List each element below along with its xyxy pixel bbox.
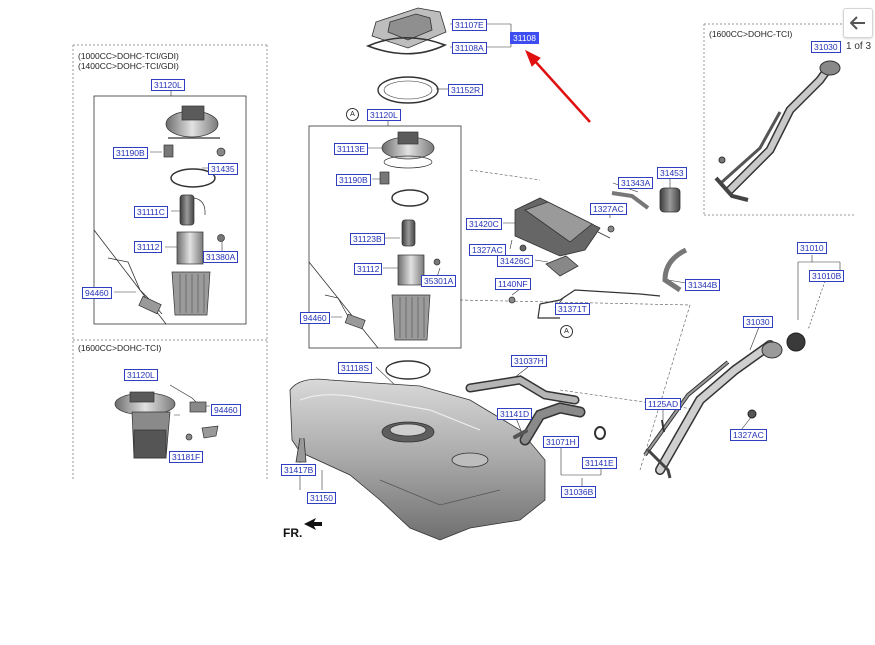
part-label-31181f[interactable]: 31181F (169, 451, 204, 463)
part-label-31417b[interactable]: 31417B (281, 464, 317, 476)
red-arrow (525, 49, 591, 123)
part-label-31380a[interactable]: 31380A (203, 251, 239, 263)
part-label-31420c[interactable]: 31420C (466, 218, 502, 230)
pump-assembly-1600 (114, 384, 219, 459)
part-label-31190b-center[interactable]: 31190B (336, 174, 371, 186)
variant-note-1600-filler: (1600CC>DOHC-TCI) (709, 29, 793, 39)
part-label-31037h[interactable]: 31037H (511, 355, 547, 367)
page-indicator: 1 of 3 (846, 41, 872, 52)
fr-arrow (304, 518, 322, 530)
part-label-31123b[interactable]: 31123B (350, 233, 385, 245)
part-label-94460-1600[interactable]: 94460 (211, 404, 241, 416)
fuel-pump-cover (365, 7, 448, 104)
variant-note-1600-pump: (1600CC>DOHC-TCI) (78, 343, 162, 353)
part-label-31113e[interactable]: 31113E (334, 143, 369, 155)
part-label-94460-1000[interactable]: 94460 (82, 287, 112, 299)
part-label-31107e[interactable]: 31107E (452, 19, 487, 31)
canister-assembly (508, 187, 688, 319)
part-label-31010b[interactable]: 31010B (809, 270, 845, 282)
part-label-35301a[interactable]: 35301A (421, 275, 457, 287)
front-direction-marker: FR. (283, 526, 303, 540)
circle-marker-a-bottom: A (560, 325, 573, 338)
part-label-31343a[interactable]: 31343A (618, 177, 654, 189)
part-label-31036b[interactable]: 31036B (561, 486, 597, 498)
variant-note-1000: (1000CC>DOHC-TCI/GDI) (78, 51, 179, 61)
part-label-31111c[interactable]: 31111C (134, 206, 168, 218)
part-label-94460-center[interactable]: 94460 (300, 312, 330, 324)
part-label-31010[interactable]: 31010 (797, 242, 827, 254)
back-button[interactable] (843, 8, 873, 38)
part-label-31118s[interactable]: 31118S (338, 362, 373, 374)
part-label-31108a[interactable]: 31108A (452, 42, 487, 54)
part-label-31150[interactable]: 31150 (307, 492, 337, 504)
part-label-31152r[interactable]: 31152R (448, 84, 484, 96)
part-label-31112-1000[interactable]: 31112 (134, 241, 163, 253)
part-label-1327ac-canister[interactable]: 1327AC (469, 244, 506, 256)
part-label-31030-1600[interactable]: 31030 (811, 41, 841, 53)
part-label-31371t[interactable]: 31371T (555, 303, 590, 315)
pump-assembly-center (324, 131, 441, 341)
part-label-31071h[interactable]: 31071H (543, 436, 579, 448)
part-label-31120l-1600[interactable]: 31120L (124, 369, 158, 381)
part-label-31108-highlighted[interactable]: 31108 (510, 32, 540, 44)
part-label-1327ac-filler[interactable]: 1327AC (730, 429, 767, 441)
part-label-1125ad[interactable]: 1125AD (645, 398, 682, 410)
part-label-31190b-1000[interactable]: 31190B (113, 147, 148, 159)
part-label-31344b[interactable]: 31344B (685, 279, 721, 291)
right-frame (703, 23, 855, 216)
filler-hoses (465, 375, 606, 446)
variant-note-1400: (1400CC>DOHC-TCI/GDI) (78, 61, 179, 71)
part-label-31453[interactable]: 31453 (657, 167, 687, 179)
part-label-31030[interactable]: 31030 (743, 316, 773, 328)
variant-frames (72, 23, 855, 480)
filler-neck-1600 (714, 60, 841, 202)
left-frame (72, 44, 268, 480)
part-label-1140nf[interactable]: 1140NF (495, 278, 531, 290)
pump-assembly-1000 (107, 105, 226, 316)
fuel-tank (289, 360, 546, 541)
part-label-31120l-1000[interactable]: 31120L (151, 79, 185, 91)
part-label-31435[interactable]: 31435 (208, 163, 238, 175)
part-label-31112-center[interactable]: 31112 (354, 263, 383, 275)
filler-neck (643, 332, 806, 479)
part-label-31141e[interactable]: 31141E (582, 457, 617, 469)
sub-assembly-boxes (93, 95, 462, 349)
part-label-31120l-center[interactable]: 31120L (367, 109, 401, 121)
part-label-31141d[interactable]: 31141D (497, 408, 533, 420)
arrow-left-icon (850, 16, 865, 30)
part-label-31426c[interactable]: 31426C (497, 255, 533, 267)
circle-marker-a-top: A (346, 108, 359, 121)
part-label-1327ac-pipe[interactable]: 1327AC (590, 203, 627, 215)
